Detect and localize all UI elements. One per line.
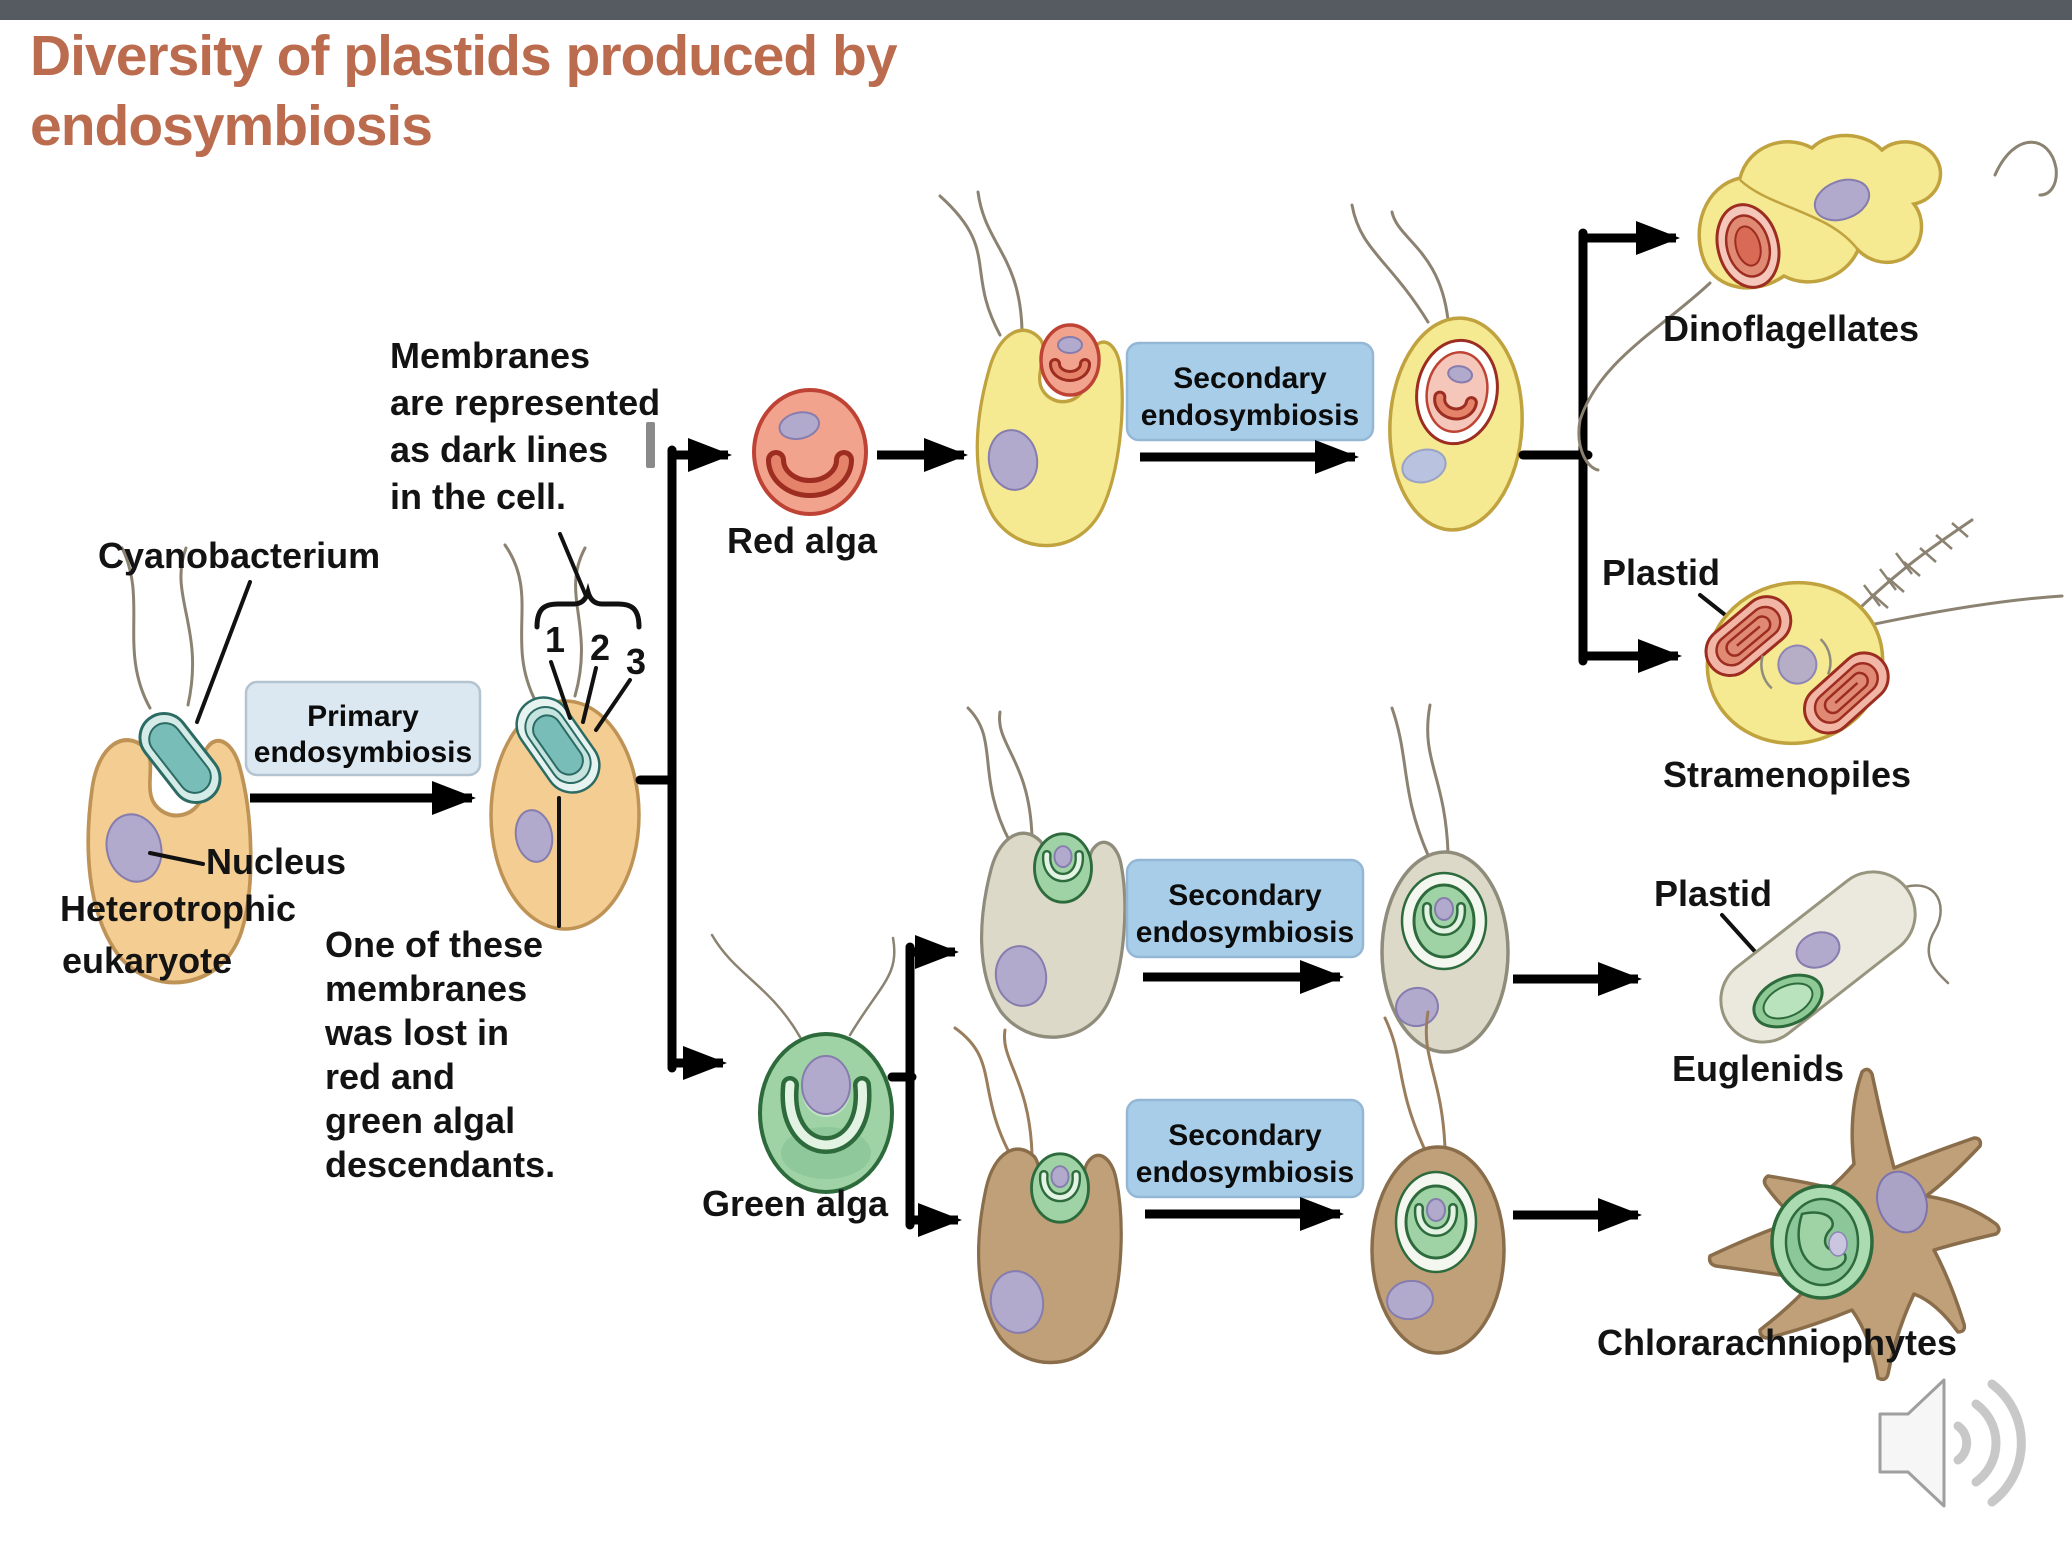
membranes-note: Membranes are represented as dark lines …: [390, 335, 660, 517]
nucleus: [1777, 644, 1818, 685]
flagellar-hairs: [1863, 522, 1969, 609]
svg-text:Primary: Primary: [307, 700, 419, 733]
nucleus: [989, 1270, 1045, 1334]
page-title: Diversity of plastids produced by endosy…: [30, 22, 898, 161]
red-plastid-cell: [1350, 203, 1524, 532]
dinoflagellate-cell: [1577, 133, 2058, 472]
text-cursor-artifact: [646, 422, 655, 468]
secondary-endosymbiosis-box-2: Secondary endosymbiosis: [1125, 858, 1365, 959]
euglenids-label: Euglenids: [1672, 1048, 1844, 1089]
heterotrophic-eukaryote-label: Heterotrophic eukaryote: [60, 888, 296, 981]
membrane-number-2: 2: [590, 627, 610, 668]
svg-text:Secondary: Secondary: [1173, 362, 1327, 395]
plastid: [1770, 1184, 1874, 1300]
plastid-label-top: Plastid: [1602, 552, 1720, 593]
membrane-numbers: 1 2 3: [545, 619, 646, 732]
svg-text:Heterotrophic: Heterotrophic: [60, 888, 296, 929]
brown-engulfing-cell: [953, 1026, 1130, 1369]
svg-text:descendants.: descendants.: [325, 1144, 555, 1185]
green-alga-label: Green alga: [702, 1183, 889, 1224]
lineage-branch-line: [635, 438, 732, 1080]
cyanobacterium-with-membranes: [515, 696, 601, 794]
svg-text:are represented: are represented: [390, 382, 660, 423]
nucleus-label: Nucleus: [206, 841, 346, 882]
nucleomorph: [1828, 1231, 1848, 1257]
lost-membrane-note: One of these membranes was lost in red a…: [324, 924, 555, 1185]
nucleus: [105, 813, 163, 883]
green-alga-cell: [710, 933, 896, 1194]
nucleus: [1795, 931, 1841, 969]
nucleus: [987, 429, 1039, 491]
heterotrophic-eukaryote-cell: [88, 546, 251, 982]
nucleus: [1401, 448, 1447, 484]
nucleus: [1813, 178, 1871, 222]
green-lineage-branch: [887, 935, 962, 1237]
green-plastid-gray-cell: [1380, 703, 1510, 1054]
dinoflagellates-label: Dinoflagellates: [1663, 308, 1919, 349]
svg-text:endosymbiosis: endosymbiosis: [1141, 399, 1359, 432]
svg-text:eukaryote: eukaryote: [62, 940, 232, 981]
svg-text:endosymbiosis: endosymbiosis: [1136, 1156, 1354, 1189]
cyanobacterium-leader-line: [195, 580, 252, 724]
nucleus: [994, 945, 1048, 1007]
svg-text:Secondary: Secondary: [1168, 879, 1322, 912]
svg-text:Secondary: Secondary: [1168, 1119, 1322, 1152]
green-plastid-brown-cell: [1370, 1010, 1506, 1355]
stramenopile-cell: [1694, 518, 2064, 746]
primary-endosymbiosis-box: Primary endosymbiosis: [244, 680, 482, 777]
chlorarachniophytes-label: Chlorarachniophytes: [1597, 1322, 1957, 1363]
svg-text:Membranes: Membranes: [390, 335, 590, 376]
svg-text:endosymbiosis: endosymbiosis: [1136, 916, 1354, 949]
red-lineage-bracket: [1518, 221, 1682, 673]
audio-speaker-icon[interactable]: [1878, 1378, 2026, 1508]
nucleus: [801, 1055, 851, 1115]
primary-product-cell: [489, 543, 641, 931]
membrane-number-1: 1: [545, 619, 565, 660]
page-title-line2: endosymbiosis: [30, 93, 433, 158]
svg-text:as dark lines: as dark lines: [390, 429, 608, 470]
plastid: [1715, 203, 1781, 289]
svg-text:was lost in: was lost in: [324, 1012, 509, 1053]
secondary-plastid: [1415, 338, 1499, 446]
nucleus: [514, 809, 554, 863]
nucleus-leader-line: [148, 851, 205, 866]
svg-text:in the cell.: in the cell.: [390, 476, 566, 517]
plastid-label-mid: Plastid: [1654, 873, 1772, 914]
red-alga-label: Red alga: [727, 520, 878, 561]
stramenopiles-label: Stramenopiles: [1663, 754, 1911, 795]
cyanobacterium-label: Cyanobacterium: [98, 535, 380, 576]
svg-text:One of these: One of these: [325, 924, 543, 965]
membrane-number-3: 3: [626, 641, 646, 682]
membrane-brace: [534, 582, 642, 630]
secondary-endosymbiosis-box-3: Secondary endosymbiosis: [1125, 1098, 1365, 1199]
svg-text:membranes: membranes: [325, 968, 527, 1009]
chlorarachniophyte-cell: [1707, 1067, 2001, 1382]
top-bar: [0, 0, 2072, 20]
red-alga-cell: [752, 388, 868, 516]
svg-text:endosymbiosis: endosymbiosis: [254, 736, 472, 769]
membranes-note-leader: [558, 532, 588, 598]
page-title-line1: Diversity of plastids produced by: [30, 24, 898, 88]
red-engulfing-cell: [938, 190, 1135, 557]
plastid: [1752, 973, 1824, 1029]
gray-engulfing-cell: [966, 706, 1135, 1046]
svg-text:red and: red and: [325, 1056, 455, 1097]
euglenid-cell: [1719, 870, 1950, 1044]
plastid-vacuole: [1400, 871, 1488, 971]
secondary-endosymbiosis-box-1: Secondary endosymbiosis: [1125, 341, 1375, 442]
nucleus: [1876, 1170, 1928, 1234]
plastid-vacuole: [1394, 1170, 1478, 1274]
svg-text:green algal: green algal: [325, 1100, 515, 1141]
cyanobacterium: [138, 712, 222, 804]
nucleus: [1386, 1279, 1434, 1321]
